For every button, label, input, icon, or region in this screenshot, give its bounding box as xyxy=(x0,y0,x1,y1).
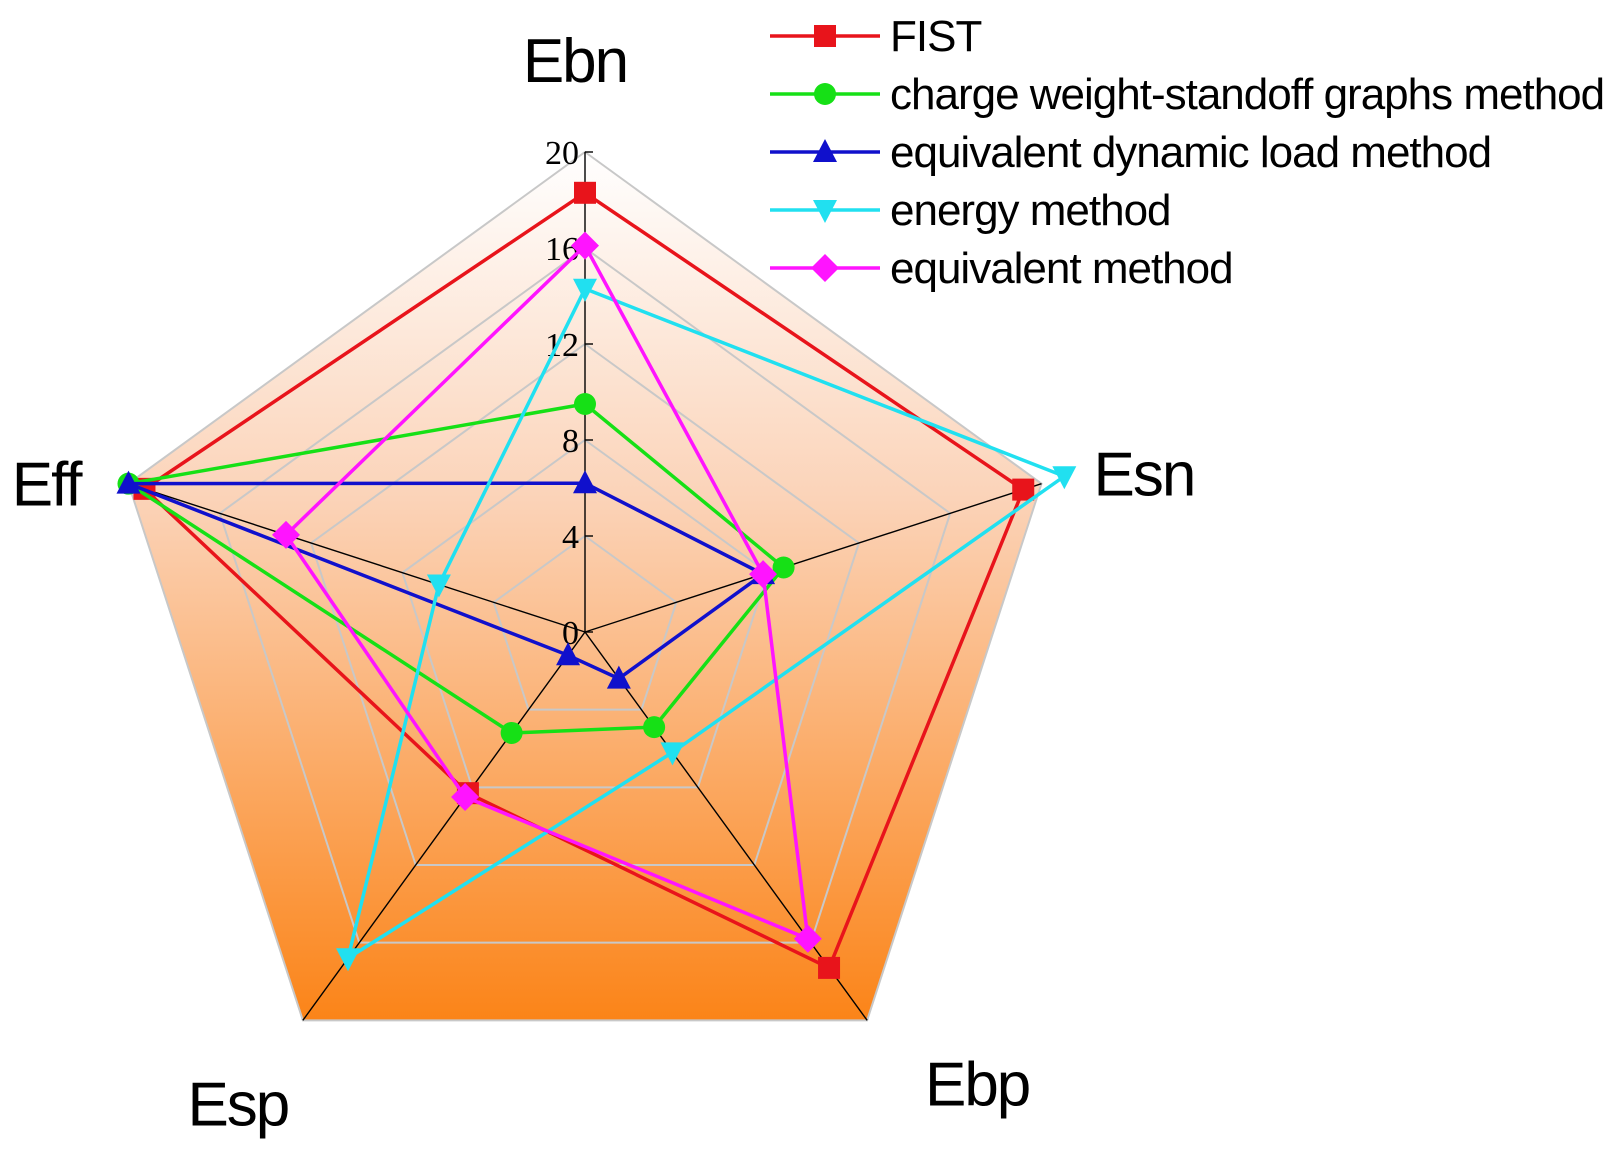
legend-item: equivalent method xyxy=(770,244,1234,293)
tick-label: 16 xyxy=(545,231,579,268)
legend-label: equivalent method xyxy=(890,244,1233,293)
data-point xyxy=(451,783,480,812)
legend-marker xyxy=(813,139,837,162)
data-point xyxy=(573,470,597,494)
data-point xyxy=(426,574,451,598)
axis-spoke-ebp xyxy=(584,631,868,1021)
data-point xyxy=(573,278,597,302)
legend-marker xyxy=(814,25,836,47)
radar-axes xyxy=(128,151,1042,1021)
grid-ring xyxy=(492,534,678,711)
data-point xyxy=(556,642,581,666)
radar-grid xyxy=(218,246,952,944)
legend: FIST charge weight-standoff graphs method… xyxy=(770,12,1605,293)
data-point xyxy=(818,956,841,979)
data-point xyxy=(606,665,631,689)
tick-label: 20 xyxy=(545,135,579,172)
data-point xyxy=(116,470,141,494)
axis-spoke-eff xyxy=(128,483,586,633)
legend-item: charge weight-standoff graphs method xyxy=(770,70,1605,119)
tick-label: 4 xyxy=(562,519,579,556)
legend-label: charge weight-standoff graphs method xyxy=(890,70,1604,119)
data-point xyxy=(1012,478,1035,501)
grid-ring xyxy=(309,342,861,866)
series-line xyxy=(142,191,1025,970)
tick-label: 0 xyxy=(562,615,579,652)
legend-item: energy method xyxy=(770,186,1172,235)
legend-label: equivalent dynamic load method xyxy=(890,128,1491,177)
legend-label: energy method xyxy=(890,186,1171,235)
data-point xyxy=(574,181,596,204)
data-point xyxy=(271,520,300,549)
axis-label-esp: Esp xyxy=(187,1070,288,1139)
series-4 xyxy=(271,231,822,953)
legend-marker xyxy=(814,83,836,105)
axis-spoke-esn xyxy=(584,483,1042,633)
legend-item: equivalent dynamic load method xyxy=(770,128,1492,177)
data-point xyxy=(793,924,822,953)
axis-label-ebp: Ebp xyxy=(925,1050,1029,1119)
axis-label-esn: Esn xyxy=(1094,441,1195,510)
series-line xyxy=(284,243,810,941)
data-point xyxy=(643,716,666,739)
series-line xyxy=(126,481,765,681)
legend-item: FIST xyxy=(770,12,982,61)
grid-ring xyxy=(218,246,952,944)
data-point xyxy=(571,231,599,260)
legend-marker xyxy=(811,254,839,282)
legend-marker xyxy=(813,200,837,223)
data-point xyxy=(749,560,778,589)
grid-ring xyxy=(401,438,769,789)
legend-label: FIST xyxy=(890,12,981,61)
data-point xyxy=(660,742,685,766)
data-point xyxy=(1052,466,1077,490)
series-3 xyxy=(336,278,1077,972)
data-point xyxy=(500,721,523,744)
data-point xyxy=(772,556,795,579)
axis-label-ebn: Ebn xyxy=(523,27,627,96)
data-point xyxy=(574,393,596,415)
series-layer xyxy=(116,181,1077,979)
series-line xyxy=(126,402,786,735)
data-point xyxy=(336,948,361,972)
series-line xyxy=(346,287,1067,960)
axis-label-eff: Eff xyxy=(12,451,83,520)
tick-label: 8 xyxy=(562,423,579,460)
